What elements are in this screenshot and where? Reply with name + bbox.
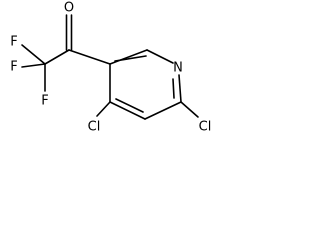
bond-c2-f2 bbox=[21, 63, 46, 68]
fluorine-label-2: F bbox=[10, 60, 17, 75]
bond-c2-f1 bbox=[21, 44, 46, 65]
ring-bond-5 bbox=[109, 101, 146, 120]
fluorine-label-3: F bbox=[41, 94, 48, 109]
ring-bond-5-inner bbox=[115, 98, 144, 113]
chlorine-label-1: Cl bbox=[88, 120, 101, 135]
bond-c1-ring bbox=[68, 49, 111, 65]
ring-bond-3-inner bbox=[172, 78, 175, 99]
ring-bond-3 bbox=[178, 74, 182, 103]
ring-bond-1-inner bbox=[114, 55, 147, 62]
bond-ring-cl1 bbox=[96, 101, 111, 117]
structure-canvas: O F F F N Cl Cl bbox=[0, 0, 226, 138]
bond-ring-cl2 bbox=[180, 101, 199, 118]
fluorine-label-1: F bbox=[10, 35, 17, 50]
ring-bond-2 bbox=[146, 49, 174, 64]
chemical-structure-diagram: O F F F N Cl Cl bbox=[10, 1, 212, 135]
bond-c1-c2 bbox=[44, 49, 70, 65]
chlorine-label-2: Cl bbox=[199, 120, 212, 135]
nitrogen-label: N bbox=[173, 61, 183, 76]
ring-bond-4 bbox=[144, 101, 182, 120]
oxygen-label: O bbox=[64, 1, 74, 16]
ring-bond-1 bbox=[109, 49, 148, 65]
